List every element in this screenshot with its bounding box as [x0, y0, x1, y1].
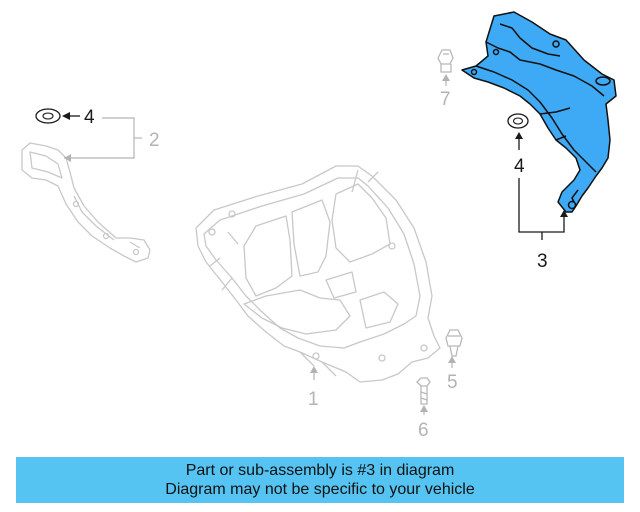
callout-7: 7	[440, 89, 451, 110]
part-4-washer-left	[35, 108, 61, 124]
callout-4-right: 4	[514, 156, 525, 177]
part-4-washer-right	[507, 113, 529, 129]
leader-arrowheads-dark	[62, 112, 568, 217]
part-5-clip	[445, 329, 463, 357]
part-2-bracket	[21, 142, 151, 263]
callout-1: 1	[308, 389, 319, 410]
part-7-bolt	[437, 49, 454, 73]
callout-4-left: 4	[84, 107, 95, 128]
part-6-bolt	[416, 377, 431, 405]
info-banner: Part or sub-assembly is #3 in diagram Di…	[16, 457, 624, 503]
banner-line-1: Part or sub-assembly is #3 in diagram	[185, 462, 455, 479]
leader-lines-dark	[70, 115, 565, 240]
callout-5: 5	[447, 372, 458, 393]
callout-2: 2	[149, 130, 160, 151]
leader-arrowheads-faded	[64, 74, 456, 412]
leader-lines-faded	[64, 76, 453, 415]
banner-line-2: Diagram may not be specific to your vehi…	[165, 481, 475, 498]
callout-3: 3	[537, 251, 548, 272]
callout-6: 6	[418, 420, 429, 441]
part-3-side-shield	[461, 11, 617, 213]
part-1-lower-shield	[195, 165, 441, 383]
